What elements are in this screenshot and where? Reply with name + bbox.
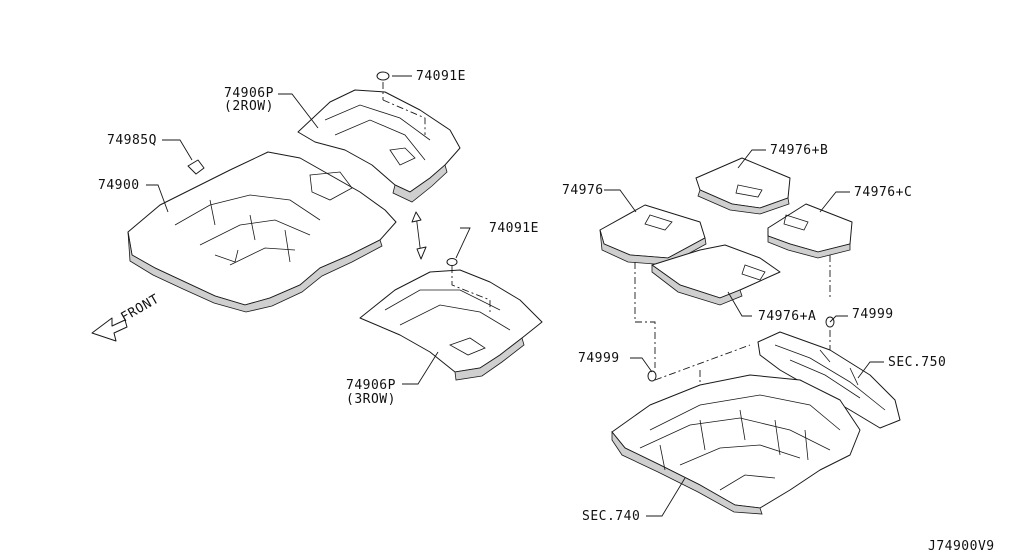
carpet-74906p-3row	[359, 269, 543, 381]
clip-74985q	[187, 159, 205, 175]
label-74999-right: 74999	[852, 307, 894, 322]
mat-74976-b	[695, 157, 791, 215]
mat-74976-c	[767, 203, 853, 259]
front-arrow	[91, 317, 128, 342]
label-74091e-mid: 74091E	[489, 221, 539, 236]
label-front: FRONT	[119, 292, 163, 326]
panel-sec740	[611, 374, 861, 515]
carpet-74906p-2row	[297, 89, 461, 203]
label-74999-left: 74999	[578, 351, 620, 366]
mat-74976-a	[651, 244, 781, 306]
panel-sec750	[757, 331, 901, 429]
label-74976-b: 74976+B	[770, 143, 828, 158]
label-3row: (3ROW)	[346, 392, 396, 407]
label-74976-a: 74976+A	[758, 309, 816, 324]
label-74976: 74976	[562, 183, 604, 198]
label-74900: 74900	[98, 178, 140, 193]
clip-74091e-top	[376, 71, 426, 135]
leader-lines	[146, 75, 884, 517]
clip-74091e-mid	[446, 258, 491, 312]
double-arrow	[411, 211, 427, 260]
label-sec750: SEC.750	[888, 355, 946, 370]
label-2row: (2ROW)	[224, 99, 274, 114]
label-74091e-top: 74091E	[416, 69, 466, 84]
carpet-74900	[127, 151, 397, 313]
label-diagram-code: J74900V9	[928, 539, 995, 554]
grommet-74999-left	[647, 370, 657, 382]
labels: 74906P (2ROW) 74091E 74985Q 74900 FRONT …	[98, 69, 995, 554]
label-74985q: 74985Q	[107, 133, 157, 148]
label-74976-c: 74976+C	[854, 185, 912, 200]
label-74906p-2row: 74906P	[224, 86, 274, 101]
label-74906p-3row: 74906P	[346, 378, 396, 393]
label-sec740: SEC.740	[582, 509, 640, 524]
